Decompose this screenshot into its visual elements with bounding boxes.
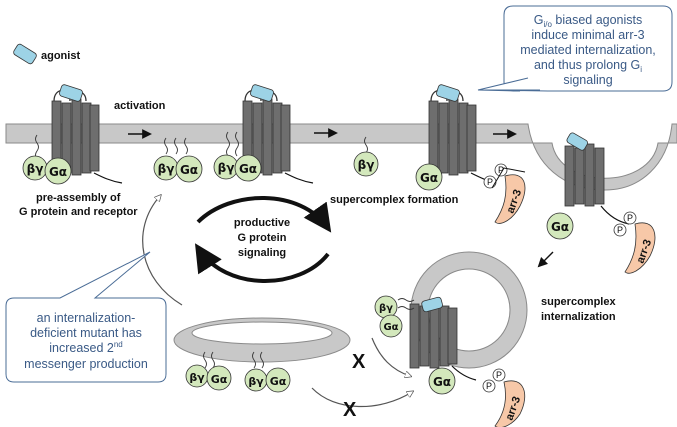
receptor-2 [242,84,314,184]
phospho-text: P [487,177,493,187]
g-alpha-text: Gα [420,171,438,185]
supercomplex-1: Gα P P arr-3 [415,163,526,224]
block-mark-lower: X [343,399,357,421]
beta-gamma-text: βγ [189,371,205,384]
productive-label-2: G protein [238,232,287,244]
callout-top-line-4: and thus prolong Gi [534,58,642,74]
g-alpha-text: Gα [211,373,228,386]
agonist-bound-1 [59,84,83,102]
agonist-bound-2 [250,84,274,102]
g-alpha-text: Gα [433,375,451,389]
g-protein-1: βγ Gα [22,134,72,185]
beta-gamma-text: βγ [379,303,393,314]
phospho-text: P [627,213,633,223]
beta-gamma-text: βγ [218,161,235,175]
callout-top-line-3: mediated internalization, [520,43,656,57]
supercomplex-3: Gα P P arr-3 [428,367,526,427]
arrestin-shape [624,222,656,274]
agonist-legend: agonist [13,43,80,65]
callout-top-line-1: Gi/o biased agonists [534,13,643,29]
supercomplex-formation-label: supercomplex formation [330,194,459,206]
arrestin-shape [494,174,526,224]
internalization-label-2: internalization [541,311,616,323]
block-mark-upper: X [352,351,366,373]
receptor-5 [409,296,477,381]
free-beta-gamma: βγ [353,136,379,177]
agonist-label: agonist [41,50,80,62]
callout-biased-agonists: Gi/o biased agonists induce minimal arr-… [477,5,673,92]
phospho-text: P [498,165,504,175]
beta-gamma-text: βγ [158,162,175,176]
return-arrow [142,196,183,306]
g-alpha-text: Gα [49,165,67,179]
arrestin-shape [494,380,526,427]
agonist-bound-4 [566,132,588,151]
blocked-arrow-upper [371,337,410,376]
blocked-arrow-lower [311,387,412,408]
g-alpha-text: Gα [551,220,569,234]
g-alpha-text: Gα [270,375,287,388]
receptor-4 [564,132,630,225]
g-protein-2: βγ Gα [213,131,262,182]
beta-gamma-text: βγ [248,375,264,388]
callout-top-line-2: induce minimal arr-3 [531,28,644,42]
callout-mutant: an internalization- deficient mutant has… [5,251,167,383]
agonist-icon [13,43,37,65]
step-arrow-4 [537,251,554,268]
receptor-3 [428,84,490,182]
supercomplex-2: Gα P P arr-3 [546,211,656,274]
beta-gamma-text: βγ [358,158,375,172]
preassembly-label-1: pre-assembly of [36,192,121,204]
endosome-mutant: βγ Gα βγ Gα [173,317,351,393]
internalization-label-1: supercomplex [541,296,616,308]
productive-label-3: signaling [238,247,286,259]
phospho-text: P [496,370,502,380]
beta-gamma-text: βγ [27,162,44,176]
productive-label-1: productive [234,217,290,229]
g-protein-dissociated-1: βγ Gα [153,137,203,183]
callout-bottom-line-3: increased 2nd [49,340,123,355]
callout-bottom-line-1: an internalization- [37,311,136,325]
callout-bottom-line-4: messenger production [24,357,148,371]
activation-label: activation [114,100,166,112]
g-alpha-text: Gα [239,162,257,176]
phospho-text: P [617,225,623,235]
callout-bottom-line-2: deficient mutant has [30,326,142,340]
g-alpha-text: Gα [180,163,198,177]
signaling-cycle: productive G protein signaling [194,196,332,283]
phospho-text: P [486,381,492,391]
agonist-bound-5 [421,296,443,313]
released-g-protein: βγ Gα [374,295,415,338]
agonist-bound-3 [436,84,460,102]
g-alpha-text: Gα [383,322,398,333]
callout-top-line-5: signaling [563,73,612,87]
preassembly-label-2: G protein and receptor [19,206,138,218]
